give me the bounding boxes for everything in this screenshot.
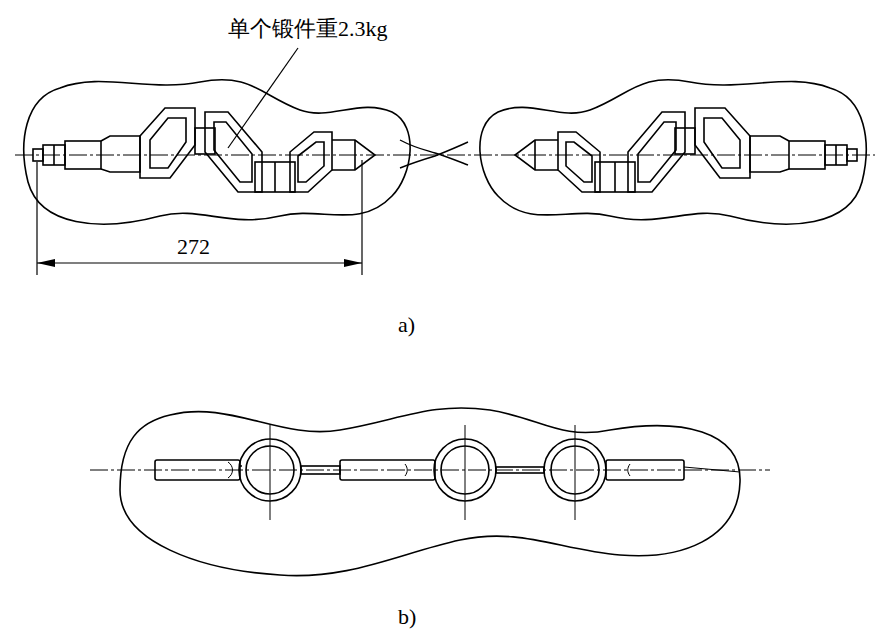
weight-note: 单个锻件重2.3kg — [228, 18, 388, 40]
figure-label: b) — [398, 606, 416, 628]
dimension-value: 272 — [175, 236, 212, 258]
figure-label: a) — [398, 314, 415, 336]
